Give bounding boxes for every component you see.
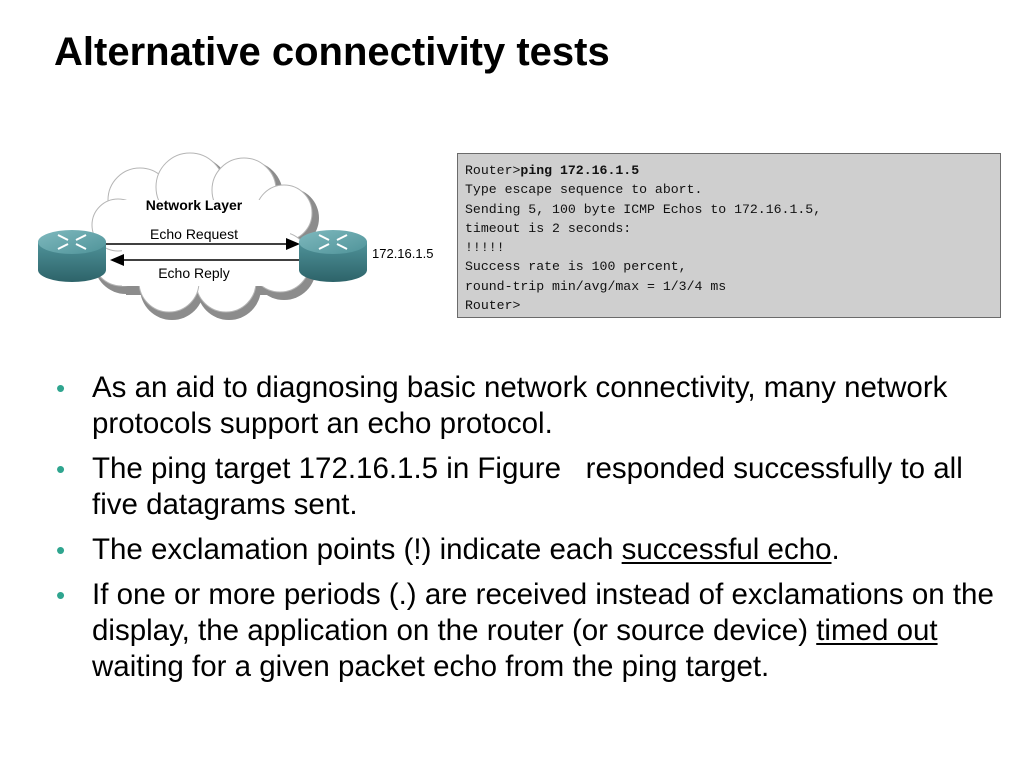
network-diagram-svg: Network Layer Echo Request Echo Reply — [38, 152, 433, 320]
terminal-command-line: Router>ping 172.16.1.5 — [465, 161, 1000, 180]
bullet-icon: • — [56, 454, 66, 484]
echo-reply-label: Echo Reply — [158, 265, 230, 281]
echo-request-label: Echo Request — [150, 226, 238, 242]
terminal-line: Success rate is 100 percent, — [465, 259, 687, 275]
bullet-text: As an aid to diagnosing basic network co… — [92, 371, 948, 440]
terminal-output: Router>ping 172.16.1.5 Type escape seque… — [457, 153, 1001, 318]
bullet-item: • The ping target 172.16.1.5 in Figure r… — [54, 451, 1004, 523]
router-icon — [38, 230, 106, 282]
network-diagram: Network Layer Echo Request Echo Reply — [34, 150, 454, 325]
slide-title: Alternative connectivity tests — [54, 30, 610, 74]
bullet-text: . — [831, 533, 840, 566]
underlined-term: timed out — [816, 614, 938, 647]
bullet-item: • If one or more periods (.) are receive… — [54, 577, 1004, 685]
bullet-icon: • — [56, 535, 66, 565]
terminal-line: timeout is 2 seconds: — [465, 220, 632, 236]
bullet-text: The ping target 172.16.1.5 in Figure res… — [92, 452, 971, 521]
bullet-text: If one or more periods (.) are received … — [92, 578, 994, 647]
bullet-item: • The exclamation points (!) indicate ea… — [54, 532, 1004, 568]
terminal-line: Sending 5, 100 byte ICMP Echos to 172.16… — [465, 201, 822, 217]
bullet-item: • As an aid to diagnosing basic network … — [54, 370, 1004, 442]
router-icon — [299, 230, 367, 282]
bullet-icon: • — [56, 373, 66, 403]
terminal-command: ping 172.16.1.5 — [520, 163, 640, 178]
terminal-line: Type escape sequence to abort. — [465, 182, 703, 198]
terminal-prompt: Router> — [465, 163, 521, 178]
arrow-icon — [106, 238, 302, 266]
cloud-body — [122, 200, 290, 286]
target-ip-label: 172.16.1.5 — [372, 246, 433, 261]
bullet-list: • As an aid to diagnosing basic network … — [54, 370, 1004, 694]
bullet-text: The exclamation points (!) indicate each — [92, 533, 622, 566]
cloud-label: Network Layer — [146, 197, 243, 213]
terminal-line: !!!!! — [465, 240, 505, 256]
bullet-icon: • — [56, 580, 66, 610]
underlined-term: successful echo — [621, 533, 832, 566]
terminal-line: Router> — [465, 298, 521, 314]
bullet-text: waiting for a given packet echo from the… — [92, 650, 770, 683]
terminal-line: round-trip min/avg/max = 1/3/4 ms — [465, 278, 727, 294]
